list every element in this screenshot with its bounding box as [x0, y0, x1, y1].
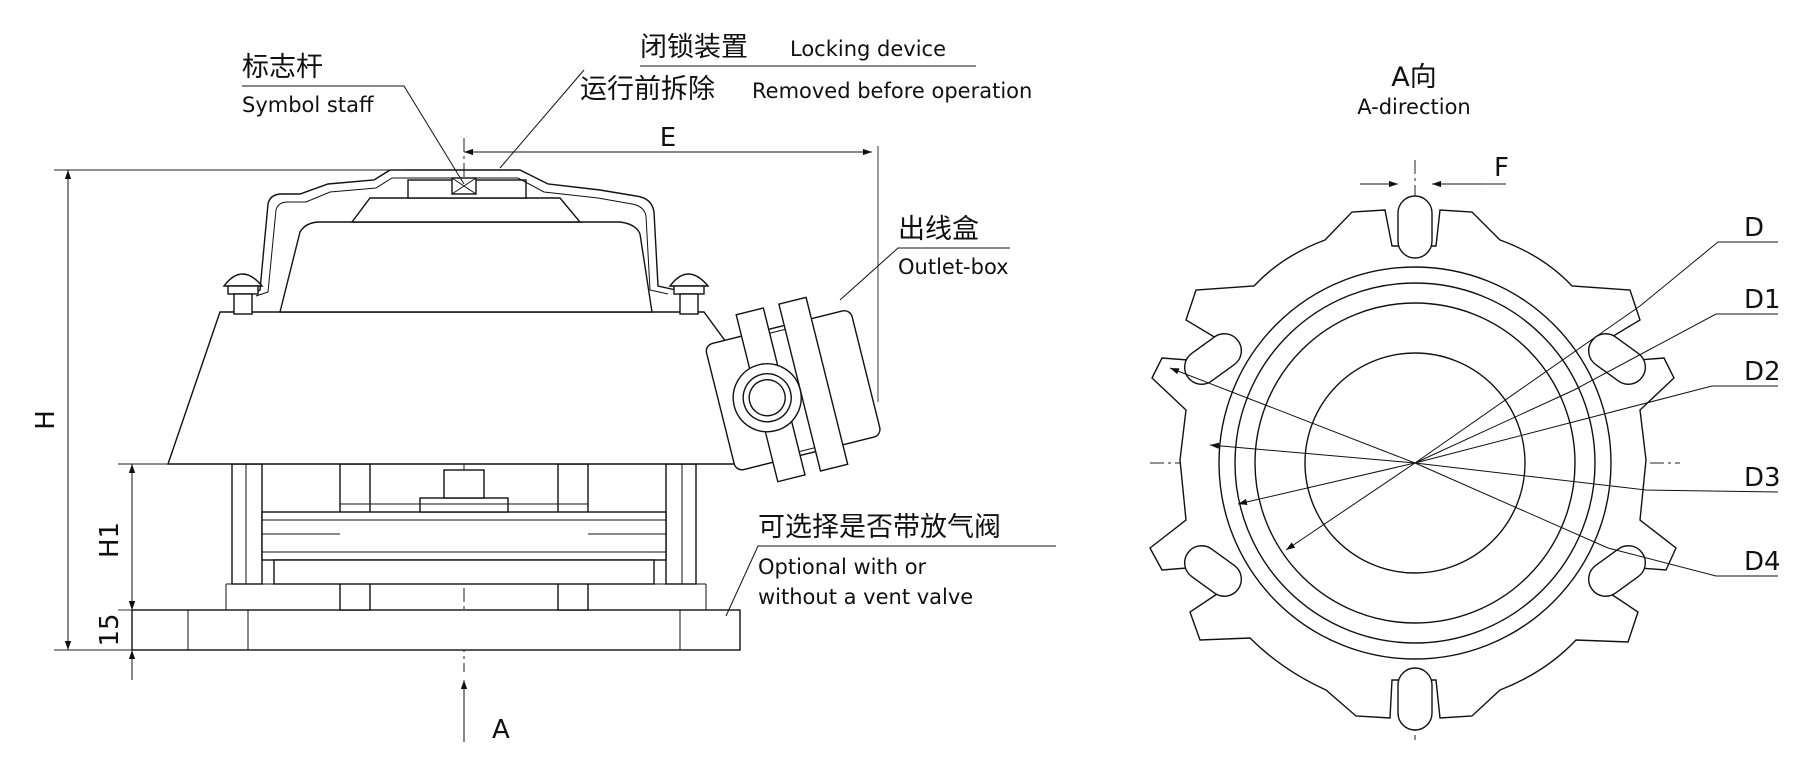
leader-outlet-box: [839, 247, 1010, 301]
main-cover: [167, 311, 749, 465]
leader-locking: [499, 69, 585, 169]
dim-d1-label: D1: [1744, 285, 1781, 315]
locking-device-cn: 闭锁装置: [640, 32, 748, 63]
dim-f-label: F: [1494, 153, 1509, 183]
outlet-box-en: Outlet-box: [898, 255, 1009, 279]
dim-d4-label: D4: [1744, 547, 1781, 577]
dim-d2-label: D2: [1744, 357, 1781, 387]
dim-d3-label: D3: [1744, 463, 1781, 493]
dim-h-label: H: [31, 410, 61, 430]
locking-device-en: Locking device: [790, 37, 946, 61]
view-arrow-a-label: A: [492, 715, 510, 745]
diameter-lines: [1169, 241, 1779, 577]
vent-valve-cn: 可选择是否带放气阀: [758, 512, 1001, 543]
dim-h1-label: H1: [95, 522, 125, 558]
side-view: E H H1 15 A 标志杆 Symbol staff 闭锁装置 Lockin…: [31, 32, 1056, 745]
circle-d4: [1304, 352, 1526, 574]
outlet-box-cn: 出线盒: [898, 214, 979, 245]
leader-vent-valve: [725, 545, 1056, 617]
removed-en: Removed before operation: [752, 79, 1032, 103]
removed-cn: 运行前拆除: [580, 74, 715, 105]
end-view-title-en: A-direction: [1357, 95, 1471, 119]
support-columns: [231, 463, 697, 611]
bolt-right: [668, 273, 710, 315]
circle-d: [1218, 266, 1612, 660]
dim-e-label: E: [660, 123, 676, 153]
circle-d2: [1254, 302, 1576, 624]
bolt-left: [222, 273, 264, 315]
outlet-box: [705, 296, 881, 483]
symbol-staff: [451, 177, 477, 195]
bolt-slots: [1183, 195, 1647, 731]
end-view: A向 A-direction F: [1149, 62, 1781, 740]
end-view-title-cn: A向: [1391, 62, 1436, 93]
circle-d1: [1234, 282, 1596, 644]
vent-valve-en-1: Optional with or: [758, 555, 927, 579]
upper-dome: [279, 221, 653, 313]
base-plate: [131, 583, 741, 651]
leader-symbol-staff: [242, 85, 465, 185]
symbol-staff-en: Symbol staff: [242, 93, 374, 117]
symbol-staff-cn: 标志杆: [242, 52, 323, 83]
vent-valve-en-2: without a vent valve: [758, 585, 973, 609]
dim-base-label: 15: [95, 613, 125, 646]
dim-d-label: D: [1744, 213, 1764, 243]
